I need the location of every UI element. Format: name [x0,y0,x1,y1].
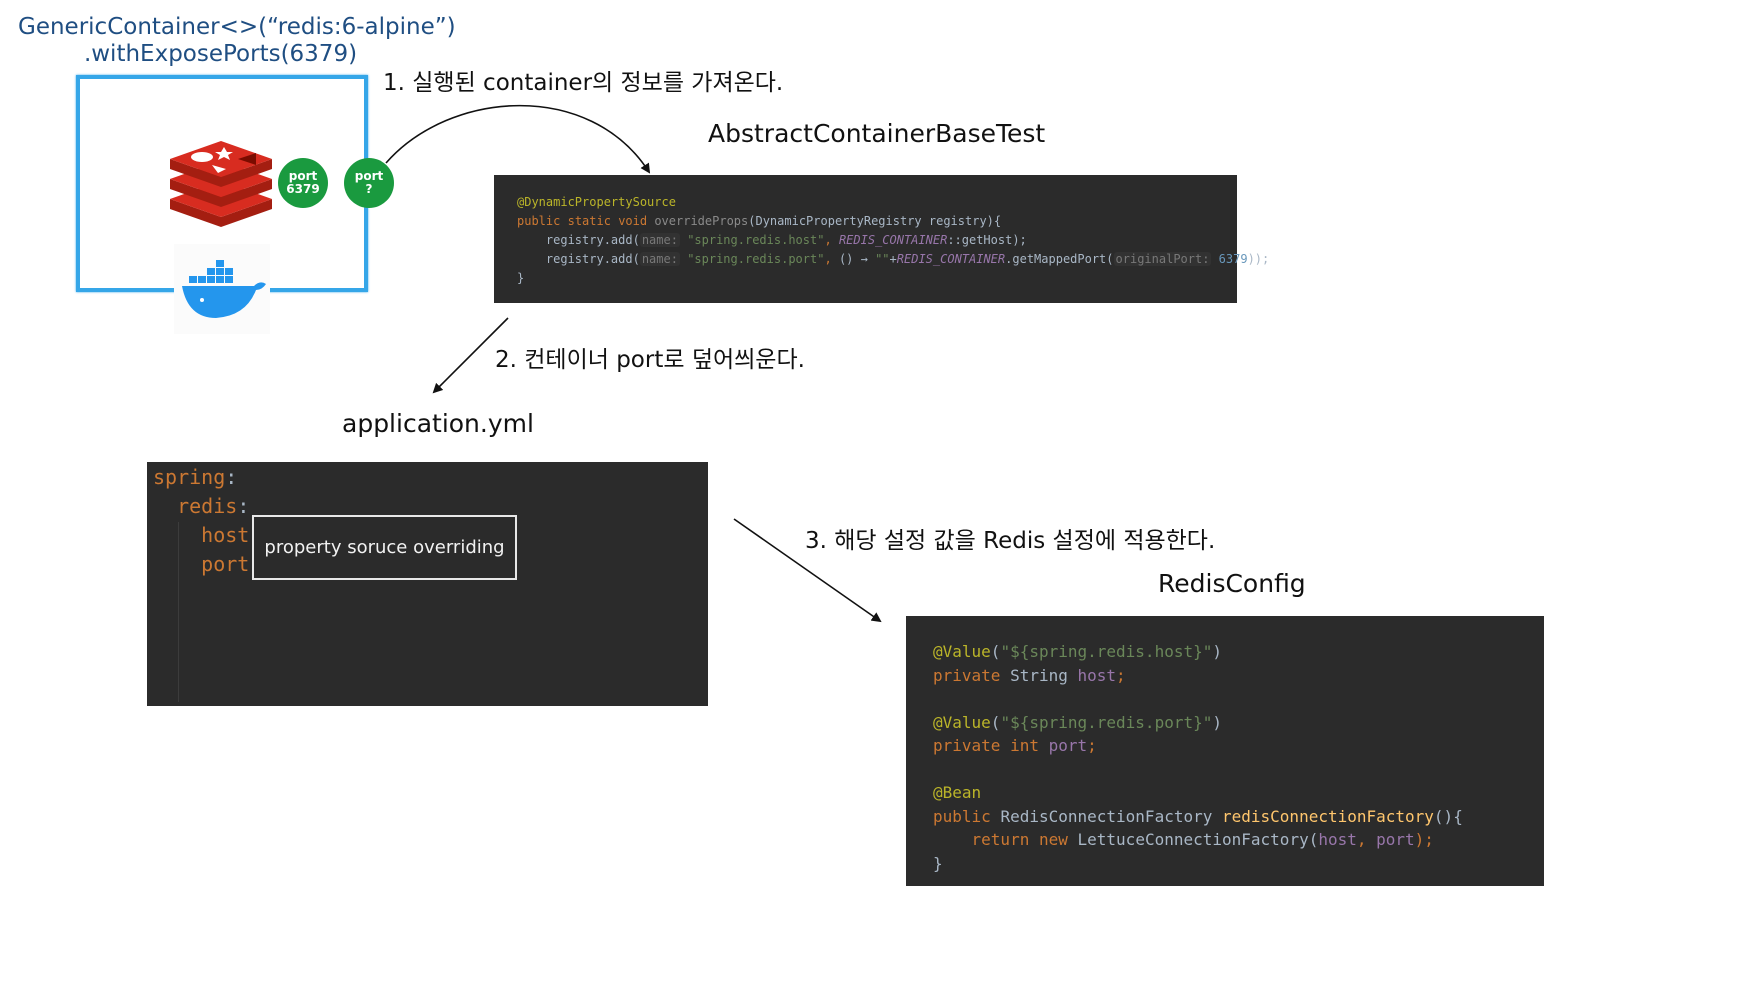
port-6379-value: 6379 [286,182,320,196]
application-yml-heading: application.yml [342,409,534,438]
step1-label: 1. 실행된 container의 정보를 가져온다. [383,70,784,96]
rc-line-port-field: private int port; [933,736,1097,755]
rc-line-close: } [933,853,943,873]
arrow-step1 [385,104,651,174]
code-line-signature: public static void overrideProps(Dynamic… [517,214,1002,228]
port-unknown-badge: port ? [344,158,394,208]
arrow-step2 [432,317,509,394]
port-unknown-label: port [354,169,384,183]
rc-line-method: public RedisConnectionFactory redisConne… [933,806,1463,826]
property-override-box: property soruce overriding [252,515,517,580]
rc-line-host-field: private String host; [933,665,1126,685]
code-line-add-host: registry.add(name: "spring.redis.host", … [545,233,1027,247]
yml-line-spring: spring: [153,465,238,489]
rc-line-bean: @Bean [933,783,982,802]
redis-logo-icon [170,141,272,227]
generic-container-title: GenericContainer<>(“redis:6-alpine”) .wi… [18,14,456,68]
yml-indent-guide [178,522,179,702]
application-yml-panel: spring: redis: host: port: [147,462,708,706]
redis-config-code-panel: @Value("${spring.redis.host}") private S… [906,616,1544,886]
rc-line-blank2 [933,758,1544,782]
step2-label: 2. 컨테이너 port로 덮어씌운다. [495,347,805,373]
redis-config-heading: RedisConfig [1158,569,1306,598]
rc-line-blank1 [933,687,1544,711]
rc-line-value-host: @Value("${spring.redis.host}") [933,642,1222,661]
abstract-test-code-panel: @DynamicPropertySource public static voi… [494,175,1270,303]
generic-container-line1: GenericContainer<>(“redis:6-alpine”) [18,14,456,40]
code-line-annotation: @DynamicPropertySource [517,195,676,209]
rc-line-value-port: @Value("${spring.redis.port}") [933,712,1222,732]
port-unknown-value: ? [365,182,373,196]
abstract-test-heading: AbstractContainerBaseTest [708,119,1046,148]
port-6379-label: port [288,169,318,183]
code-line-add-port: registry.add(name: "spring.redis.port", … [545,252,1270,266]
redis-layer-top [170,141,272,187]
port-6379-badge: port 6379 [278,158,328,208]
generic-container-line2: .withExposePorts(6379) [83,41,358,67]
code-line-close: } [517,271,525,285]
rc-line-return: return new LettuceConnectionFactory(host… [971,830,1434,849]
arrow-step3 [733,518,882,623]
yml-line-redis: redis: [177,494,250,518]
step3-label: 3. 해당 설정 값을 Redis 설정에 적용한다. [805,528,1216,554]
docker-logo-icon [174,244,270,334]
